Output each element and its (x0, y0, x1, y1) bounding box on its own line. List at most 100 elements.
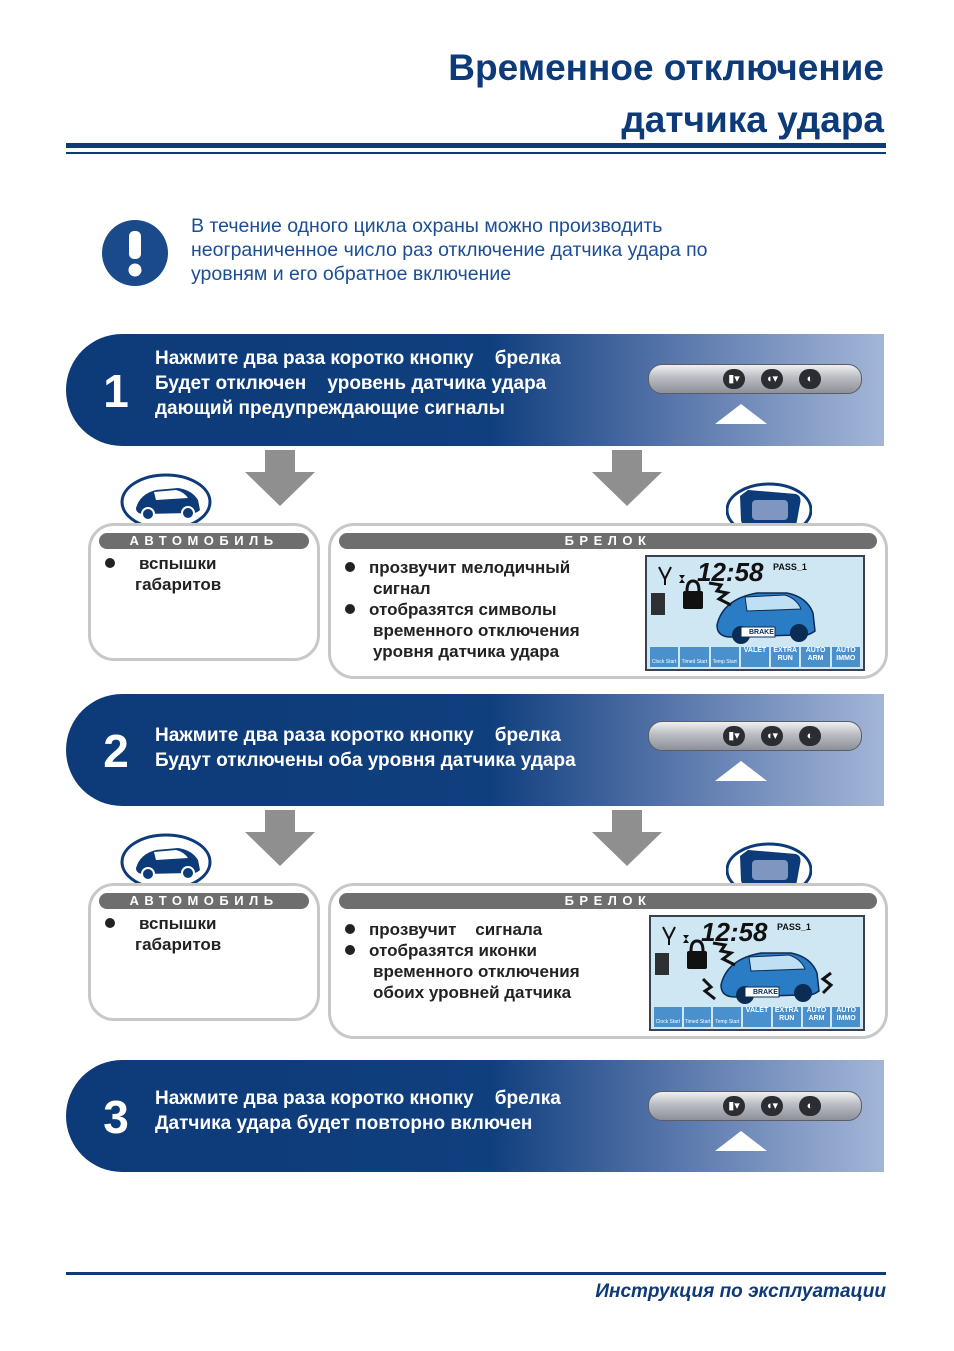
step-3-text: Нажмите два раза коротко кнопку брелка Д… (155, 1086, 561, 1136)
header-rule (66, 143, 886, 148)
pointer-triangle-icon (715, 1131, 767, 1151)
info-note: В течение одного цикла охраны можно прои… (191, 214, 831, 286)
fob-item-line: прозвучит сигнала (369, 920, 543, 939)
fob-result-list: прозвучит мелодичный сигнал отобразятся … (345, 557, 635, 662)
step-line: Нажмите два раза коротко кнопку брелка (155, 348, 561, 369)
step-number: 1 (103, 365, 129, 417)
fob-item-line: отобразятся иконки (369, 941, 537, 960)
car-item-line: габаритов (135, 575, 222, 594)
footer-rule (66, 1272, 886, 1275)
pointer-triangle-icon (715, 404, 767, 424)
car-panel-header: АВТОМОБИЛЬ (99, 533, 309, 549)
fob-result-list: прозвучит сигнала отобразятся иконки вре… (345, 919, 635, 1003)
car-result-panel: АВТОМОБИЛЬ вспышки габаритов (88, 523, 320, 661)
lcd-pass: PASS_1 (777, 922, 811, 932)
down-arrow-icon (245, 450, 315, 506)
lcd-icon: Clock Start (654, 1007, 682, 1027)
lcd-icon: Timed Start (680, 647, 709, 667)
fob-item-line: сигнал (373, 579, 431, 598)
lcd-icon: VALET (743, 1007, 771, 1027)
step-line: дающий предупреждающие сигналы (155, 398, 505, 419)
fob-button-3: ◐ (799, 1096, 821, 1116)
fob-item-line: обоих уровней датчика (373, 983, 572, 1002)
step-1-text: Нажмите два раза коротко кнопку брелка Б… (155, 346, 561, 421)
key-fob-remote: ▮▾ ◖▾ ◐ (648, 1091, 862, 1121)
fob-button-1: ▮▾ (723, 726, 745, 746)
bullet-icon (345, 604, 355, 614)
page-title-line1: Временное отключение (448, 47, 884, 88)
fob-button-2: ◖▾ (761, 726, 783, 746)
fob-button-1: ▮▾ (723, 1096, 745, 1116)
car-result-item: вспышки габаритов (105, 553, 317, 595)
footer-title: Инструкция по эксплуатации (595, 1281, 886, 1302)
step-line: Нажмите два раза коротко кнопку брелка (155, 725, 561, 746)
lcd-icon: AUTO ARM (802, 1007, 831, 1027)
fob-button-2: ◖▾ (761, 1096, 783, 1116)
down-arrow-icon (245, 810, 315, 866)
step-number: 3 (103, 1091, 129, 1143)
note-line: В течение одного цикла охраны можно прои… (191, 215, 663, 237)
fob-item-line: уровня датчика удара (373, 642, 560, 661)
lcd-icon-row: Clock Start Timed Start Temp Start VALET… (650, 647, 860, 667)
fob-panel-header: БРЕЛОК (339, 893, 877, 909)
fob-button-1: ▮▾ (723, 369, 745, 389)
car-icon (120, 830, 212, 891)
bullet-icon (345, 562, 355, 572)
pointer-triangle-icon (715, 761, 767, 781)
step-number: 2 (103, 725, 129, 777)
down-arrow-icon (592, 810, 662, 866)
fob-button-3: ◐ (799, 369, 821, 389)
lcd-icon: Temp Start (713, 1007, 742, 1027)
step-line: Нажмите два раза коротко кнопку брелка (155, 1088, 561, 1109)
fob-button-2: ◖▾ (761, 369, 783, 389)
lcd-icon: EXTRA RUN (771, 647, 800, 667)
bullet-icon (105, 918, 115, 928)
lcd-brake: BRAKE (753, 989, 778, 996)
lcd-icon: AUTO IMMO (831, 647, 860, 667)
fob-item-line: временного отключения (373, 962, 580, 981)
note-line: неограниченное число раз отключение датч… (191, 239, 708, 261)
lcd-icon: EXTRA RUN (772, 1007, 801, 1027)
lcd-icon-row: Clock Start Timed Start Temp Start VALET… (654, 1007, 861, 1027)
fob-result-item: прозвучит мелодичный сигнал (345, 557, 635, 599)
step-2-text: Нажмите два раза коротко кнопку брелка Б… (155, 723, 576, 773)
lcd-icon: AUTO ARM (801, 647, 830, 667)
car-result-panel: АВТОМОБИЛЬ вспышки габаритов (88, 883, 320, 1021)
fob-panel-header: БРЕЛОК (339, 533, 877, 549)
header-rule-thin (66, 152, 886, 154)
fob-result-item: прозвучит сигнала (345, 919, 635, 940)
step-line: Будут отключены оба уровня датчика удара (155, 750, 576, 771)
car-item-line: габаритов (135, 935, 222, 954)
lcd-time: 12:58 (697, 557, 764, 587)
lcd-icon: VALET (740, 647, 770, 667)
lcd-icon: Temp Start (710, 647, 739, 667)
down-arrow-icon (592, 450, 662, 506)
key-fob-remote: ▮▾ ◖▾ ◐ (648, 364, 862, 394)
step-line: Будет отключен уровень датчика удара (155, 373, 547, 394)
lcd-display: 12:58 PASS_1 BRAKE Clock Start Timed Sta… (649, 915, 865, 1031)
lcd-icon: AUTO IMMO (832, 1007, 861, 1027)
lcd-brake: BRAKE (749, 629, 774, 636)
lcd-icon: Clock Start (650, 647, 679, 667)
exclamation-icon (102, 220, 168, 286)
bullet-icon (345, 945, 355, 955)
car-item-line: вспышки (139, 554, 217, 573)
note-line: уровням и его обратное включение (191, 263, 512, 285)
fob-result-item: отобразятся символы временного отключени… (345, 599, 635, 662)
fob-item-line: временного отключения (373, 621, 580, 640)
car-item-line: вспышки (139, 914, 217, 933)
lcd-icon: Timed Start (683, 1007, 712, 1027)
car-result-item: вспышки габаритов (105, 913, 317, 955)
fob-button-3: ◐ (799, 726, 821, 746)
bullet-icon (105, 558, 115, 568)
car-icon (120, 470, 212, 531)
step-line: Датчика удара будет повторно включен (155, 1113, 533, 1134)
fob-result-item: отобразятся иконки временного отключения… (345, 940, 635, 1003)
lcd-display: 12:58 PASS_1 BRAKE Clock Start Timed Sta… (645, 555, 865, 671)
bullet-icon (345, 924, 355, 934)
fob-item-line: прозвучит мелодичный (369, 558, 571, 577)
lcd-pass: PASS_1 (773, 562, 807, 572)
page-title: Временное отключение датчика удара (448, 42, 884, 146)
car-panel-header: АВТОМОБИЛЬ (99, 893, 309, 909)
key-fob-remote: ▮▾ ◖▾ ◐ (648, 721, 862, 751)
